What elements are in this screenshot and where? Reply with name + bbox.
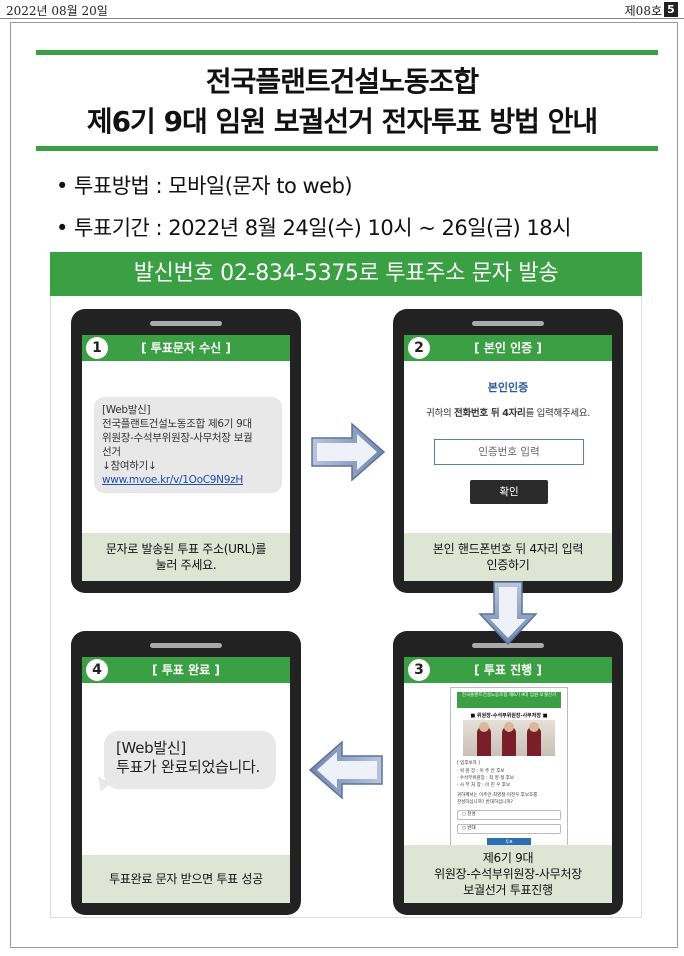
phone-speaker bbox=[150, 321, 222, 326]
step-title: [ 투표문자 수신 ] bbox=[82, 335, 290, 361]
vote-form-line: [ 입후보자 ] bbox=[457, 761, 480, 766]
vote-form-header: 전국플랜트건설노동조합 제6기 9대 임원 보궐선거 bbox=[457, 692, 561, 708]
vote-form-line: · 위 원 장 : 이 주 안 후보 bbox=[457, 769, 505, 774]
vote-period: • 투표기간 : 2022년 8월 24일(수) 10시 ~ 26일(금) 18… bbox=[56, 216, 571, 240]
phone-screen: [ 투표 완료 ] 4 [Web발신] 투표가 완료되었습니다. 투표완료 문자… bbox=[82, 657, 290, 903]
phone-screen: [ 본인 인증 ] 2 본인인증 귀하의 전화번호 뒤 4자리를 입력해주세요.… bbox=[404, 335, 612, 581]
candidate-figure bbox=[502, 726, 516, 756]
arrow-down-icon bbox=[478, 581, 538, 646]
vote-form-subtitle: ■ 위원장-수석부위원장-사무처장 ■ bbox=[470, 713, 548, 719]
arrow-left-icon bbox=[308, 740, 383, 800]
title-line-1: 전국플랜트건설노동조합 bbox=[205, 65, 479, 98]
page-header: 2022년 08월 20일 제08호 5 bbox=[0, 0, 684, 20]
vote-form-line: · 수석부위원장 : 최 영 철 후보 bbox=[457, 776, 515, 781]
phone-speaker bbox=[472, 643, 544, 648]
vote-form-line: 귀하께서는 이주안·최영철·이진우 후보조를 bbox=[457, 793, 538, 798]
sms-line: 투표가 완료되었습니다. bbox=[116, 758, 260, 776]
sms-line: 위원장-수석부위원장-사무처장 보궐 bbox=[102, 432, 253, 444]
steps-panel bbox=[50, 296, 642, 918]
candidates-photo bbox=[463, 720, 555, 756]
vote-form-line: · 사 무 처 장 : 이 진 우 후보 bbox=[457, 783, 511, 788]
issue-number: 제08호 bbox=[624, 4, 662, 18]
page-number: 5 bbox=[664, 2, 678, 17]
vote-form-line: 찬성하십니까? 반대하십니까? bbox=[457, 800, 513, 805]
phone-screen: [ 투표문자 수신 ] 1 [Web발신] 전국플랜트건설노동조합 제6기 9대… bbox=[82, 335, 290, 581]
page-frame bbox=[10, 22, 678, 948]
step-number: 2 bbox=[408, 337, 430, 359]
candidate-head bbox=[479, 722, 489, 732]
phone-step-4: [ 투표 완료 ] 4 [Web발신] 투표가 완료되었습니다. 투표완료 문자… bbox=[71, 631, 301, 915]
step-caption: 제6기 9대 위원장-수석부위원장-사무처장 보궐선거 투표진행 bbox=[404, 845, 612, 903]
step-title: [ 투표 완료 ] bbox=[82, 657, 290, 683]
step-caption: 문자로 발송된 투표 주소(URL)를 눌러 주세요. bbox=[82, 533, 290, 581]
sms-line: ↓참여하기↓ bbox=[102, 460, 157, 472]
phone-speaker bbox=[472, 321, 544, 326]
issue-date: 2022년 08월 20일 bbox=[6, 4, 108, 18]
sms-line: 전국플랜트건설노동조합 제6기 9대 bbox=[102, 418, 252, 430]
confirm-button[interactable]: 확인 bbox=[470, 480, 548, 504]
header-divider bbox=[0, 18, 684, 19]
candidate-figure bbox=[527, 726, 541, 756]
candidate-head bbox=[529, 722, 539, 732]
phone-screen: [ 투표 진행 ] 3 전국플랜트건설노동조합 제6기 9대 임원 보궐선거 ■… bbox=[404, 657, 612, 903]
phone-step-1: [ 투표문자 수신 ] 1 [Web발신] 전국플랜트건설노동조합 제6기 9대… bbox=[71, 309, 301, 593]
sms-line: 선거 bbox=[102, 446, 121, 458]
sender-banner: 발신번호 02-834-5375로 투표주소 문자 발송 bbox=[50, 252, 642, 296]
step-number: 3 bbox=[408, 659, 430, 681]
step-title: [ 본인 인증 ] bbox=[404, 335, 612, 361]
step-number: 4 bbox=[86, 659, 108, 681]
title-line-2: 제6기 9대 임원 보궐선거 전자투표 방법 안내 bbox=[86, 105, 598, 138]
auth-description: 귀하의 전화번호 뒤 4자리를 입력해주세요. bbox=[426, 408, 590, 419]
auth-code-input[interactable]: 인증번호 입력 bbox=[434, 439, 584, 465]
vote-form-preview: 전국플랜트건설노동조합 제6기 9대 임원 보궐선거 ■ 위원장-수석부위원장-… bbox=[450, 687, 568, 847]
vote-method: • 투표방법 : 모바일(문자 to web) bbox=[56, 174, 353, 198]
step-number: 1 bbox=[86, 337, 108, 359]
sms-bubble: [Web발신] 투표가 완료되었습니다. bbox=[104, 731, 276, 789]
vote-option-no[interactable]: ○ 반대 bbox=[457, 824, 561, 834]
title-bar-top bbox=[36, 50, 658, 55]
vote-option-yes[interactable]: ○ 찬성 bbox=[457, 810, 561, 820]
sms-line: [Web발신] bbox=[102, 404, 151, 416]
vote-submit-button[interactable]: 투표 bbox=[487, 838, 531, 845]
candidate-head bbox=[504, 722, 514, 732]
sms-line: [Web발신] bbox=[116, 739, 186, 757]
vote-url-link[interactable]: www.mvoe.kr/v/1OoC9N9zH bbox=[102, 474, 243, 486]
title-bar-bottom bbox=[36, 146, 658, 151]
arrow-right-icon bbox=[311, 422, 386, 482]
step-title: [ 투표 진행 ] bbox=[404, 657, 612, 683]
auth-title: 본인인증 bbox=[487, 381, 529, 394]
phone-step-2: [ 본인 인증 ] 2 본인인증 귀하의 전화번호 뒤 4자리를 입력해주세요.… bbox=[393, 309, 623, 593]
phone-step-3: [ 투표 진행 ] 3 전국플랜트건설노동조합 제6기 9대 임원 보궐선거 ■… bbox=[393, 631, 623, 915]
step-caption: 투표완료 문자 받으면 투표 성공 bbox=[82, 855, 290, 903]
step-caption: 본인 핸드폰번호 뒤 4자리 입력 인증하기 bbox=[404, 533, 612, 581]
phone-speaker bbox=[150, 643, 222, 648]
sms-bubble: [Web발신] 전국플랜트건설노동조합 제6기 9대 위원장-수석부위원장-사무… bbox=[94, 397, 282, 493]
candidate-figure bbox=[477, 726, 491, 756]
